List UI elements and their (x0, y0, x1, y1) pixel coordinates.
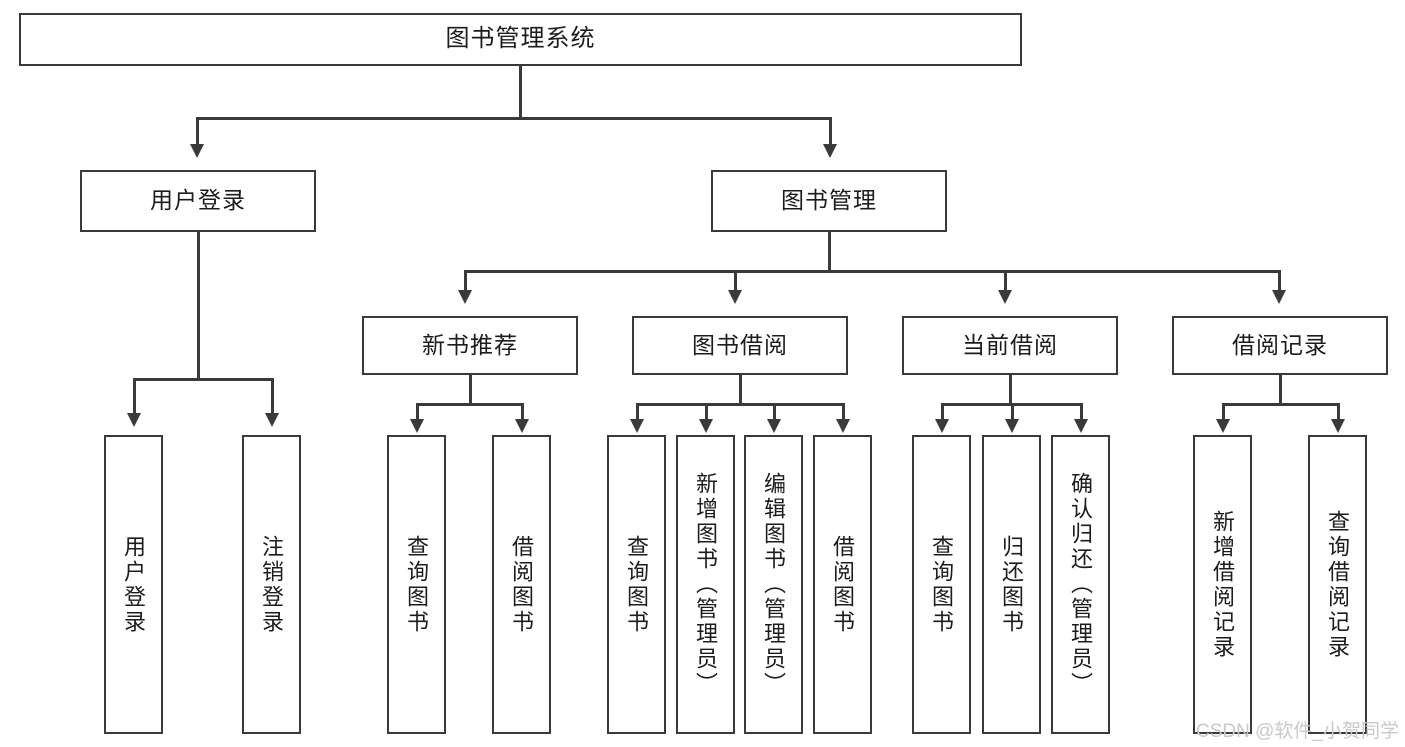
leaf-label: 借阅图书 (830, 534, 856, 635)
connector-bookmgmt-stem (828, 232, 831, 272)
connector-current-to-leaf2 (1011, 403, 1014, 421)
leaf-user-logout[interactable]: 注销登录 (242, 435, 301, 734)
arrow-borrow-to-leaf3 (767, 419, 781, 433)
connector-root-to-bookmgmt (829, 117, 832, 147)
connector-userlogin-bar (133, 378, 274, 381)
leaf-label: 查询借阅记录 (1325, 509, 1351, 660)
connector-borrow-bar (636, 403, 844, 406)
node-label: 图书管理系统 (445, 25, 596, 53)
leaf-current-confirm-return-admin[interactable]: 确认归还（管理员） (1051, 435, 1110, 734)
arrow-newbook-to-leaf1 (410, 419, 424, 433)
leaf-current-query-book[interactable]: 查询图书 (912, 435, 971, 734)
arrow-root-to-userlogin (190, 144, 204, 158)
connector-newbook-to-leaf1 (416, 403, 419, 421)
node-book-borrow[interactable]: 图书借阅 (632, 316, 848, 375)
node-label: 用户登录 (150, 187, 246, 214)
connector-record-bar (1222, 403, 1339, 406)
leaf-borrow-add-book-admin[interactable]: 新增图书（管理员） (676, 435, 735, 734)
connector-current-to-leaf1 (941, 403, 944, 421)
connector-borrow-to-leaf4 (842, 403, 845, 421)
connector-root-to-userlogin (196, 117, 199, 147)
leaf-label: 借阅图书 (509, 534, 535, 635)
leaf-borrow-query-book[interactable]: 查询图书 (607, 435, 666, 734)
arrow-userlogin-to-leaf1 (127, 413, 141, 427)
leaf-newbook-borrow-book[interactable]: 借阅图书 (492, 435, 551, 734)
arrow-record-to-leaf1 (1216, 419, 1230, 433)
arrow-bookmgmt-to-borrow (728, 290, 742, 304)
connector-current-stem (1009, 375, 1012, 405)
arrow-current-to-leaf1 (935, 419, 949, 433)
leaf-borrow-borrow-book[interactable]: 借阅图书 (813, 435, 872, 734)
leaf-label: 新增图书（管理员） (693, 472, 719, 697)
connector-newbook-to-leaf2 (521, 403, 524, 421)
node-root-system[interactable]: 图书管理系统 (19, 13, 1022, 66)
leaf-borrow-edit-book-admin[interactable]: 编辑图书（管理员） (744, 435, 803, 734)
csdn-watermark: CSDN @软件_小贺同学 (1196, 721, 1399, 742)
node-borrow-record[interactable]: 借阅记录 (1172, 316, 1388, 375)
arrow-current-to-leaf3 (1074, 419, 1088, 433)
connector-bookmgmt-to-borrow (734, 270, 737, 292)
connector-newbook-bar (416, 403, 524, 406)
leaf-record-add-record[interactable]: 新增借阅记录 (1193, 435, 1252, 734)
connector-borrow-to-leaf2 (705, 403, 708, 421)
connector-record-to-leaf1 (1222, 403, 1225, 421)
arrow-bookmgmt-to-newbook (458, 290, 472, 304)
node-label: 图书借阅 (692, 331, 788, 358)
node-new-book-recommend[interactable]: 新书推荐 (362, 316, 578, 375)
arrow-userlogin-to-leaf2 (265, 413, 279, 427)
node-book-management[interactable]: 图书管理 (711, 170, 947, 232)
node-label: 借阅记录 (1232, 331, 1328, 358)
arrow-borrow-to-leaf4 (836, 419, 850, 433)
leaf-label: 新增借阅记录 (1210, 509, 1236, 660)
connector-userlogin-to-leaf1 (133, 378, 136, 416)
leaf-label: 查询图书 (404, 534, 430, 635)
connector-borrow-to-leaf3 (773, 403, 776, 421)
connector-record-to-leaf2 (1337, 403, 1340, 421)
leaf-current-return-book[interactable]: 归还图书 (982, 435, 1041, 734)
leaf-record-query-record[interactable]: 查询借阅记录 (1308, 435, 1367, 734)
arrow-newbook-to-leaf2 (515, 419, 529, 433)
leaf-label: 注销登录 (259, 534, 285, 635)
leaf-label: 确认归还（管理员） (1068, 472, 1094, 697)
connector-current-to-leaf3 (1080, 403, 1083, 421)
node-user-login[interactable]: 用户登录 (80, 170, 316, 232)
connector-borrow-to-leaf1 (636, 403, 639, 421)
leaf-label: 查询图书 (624, 534, 650, 635)
arrow-root-to-bookmgmt (823, 144, 837, 158)
leaf-user-login[interactable]: 用户登录 (104, 435, 163, 734)
connector-bookmgmt-to-newbook (464, 270, 467, 292)
leaf-newbook-query-book[interactable]: 查询图书 (387, 435, 446, 734)
connector-record-stem (1279, 375, 1282, 405)
leaf-label: 用户登录 (121, 534, 147, 635)
connector-bookmgmt-to-record (1278, 270, 1281, 292)
leaf-label: 编辑图书（管理员） (761, 472, 787, 697)
connector-root-bar (196, 117, 832, 120)
arrow-current-to-leaf2 (1005, 419, 1019, 433)
node-current-borrow[interactable]: 当前借阅 (902, 316, 1118, 375)
arrow-bookmgmt-to-current (998, 290, 1012, 304)
connector-borrow-stem (739, 375, 742, 405)
leaf-label: 归还图书 (999, 534, 1025, 635)
connector-userlogin-to-leaf2 (271, 378, 274, 416)
node-label: 图书管理 (781, 187, 877, 214)
arrow-borrow-to-leaf2 (699, 419, 713, 433)
arrow-borrow-to-leaf1 (630, 419, 644, 433)
connector-bookmgmt-bar (464, 270, 1280, 273)
connector-newbook-stem (469, 375, 472, 405)
leaf-label: 查询图书 (929, 534, 955, 635)
connector-bookmgmt-to-current (1004, 270, 1007, 292)
node-label: 新书推荐 (422, 331, 518, 358)
connector-userlogin-stem (197, 232, 200, 380)
arrow-record-to-leaf2 (1331, 419, 1345, 433)
arrow-bookmgmt-to-record (1272, 290, 1286, 304)
node-label: 当前借阅 (962, 331, 1058, 358)
connector-root-stem (519, 66, 522, 117)
